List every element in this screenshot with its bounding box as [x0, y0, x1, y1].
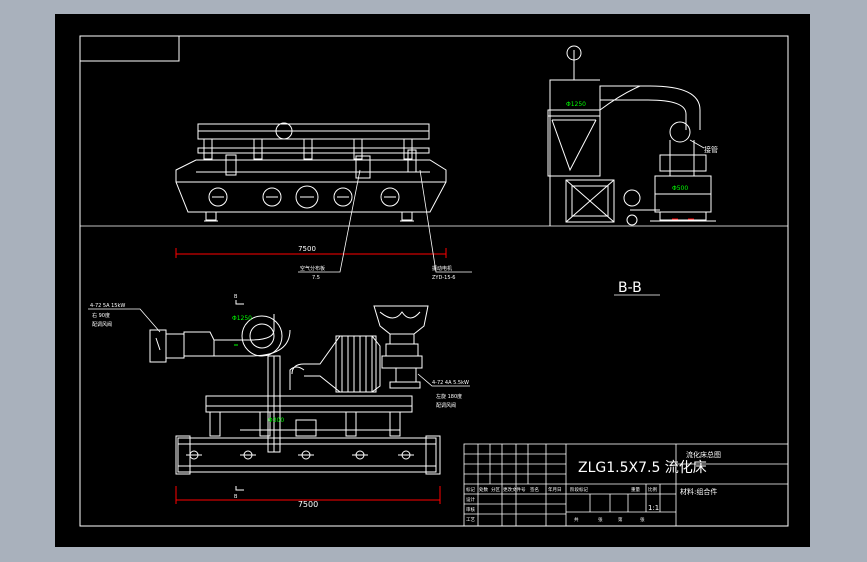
- cut-mark-top: B: [234, 294, 238, 300]
- col-label-1: 处数: [479, 486, 488, 493]
- drawing-code-box: [79, 35, 180, 62]
- fan-right-2: 左旋 180度: [436, 393, 462, 400]
- drawing-paper: [55, 14, 810, 547]
- col-label-5: 年月日: [548, 486, 562, 493]
- sheet-label-2: 张: [598, 516, 603, 523]
- bottom-dimension: 7500: [175, 486, 441, 509]
- fan-left-1: 4-72 5A 15kW: [90, 303, 125, 309]
- fan-callout-lines: [88, 308, 470, 387]
- dia-bottom-left: Φ1250: [232, 315, 252, 322]
- side-elevation-view: [175, 122, 447, 222]
- scale-label: 比例: [648, 486, 657, 493]
- callout-right-top: 接管: [704, 145, 718, 154]
- callout-vib-motor-2: ZYD-15-6: [432, 275, 455, 281]
- plan-view: [149, 305, 441, 475]
- fan-left-2: 右 90度: [92, 312, 110, 319]
- top-dim-text: 7500: [298, 245, 316, 253]
- scale-text: 1:1: [648, 504, 659, 512]
- col-label-2: 分区: [491, 486, 500, 493]
- section-view-bb: [547, 45, 716, 226]
- dia-right-bottom: Φ500: [672, 185, 688, 192]
- row-label-1: 标记: [466, 486, 475, 493]
- fan-right-1: 4-72 4A 5.5kW: [432, 380, 469, 386]
- cut-markers: [235, 300, 244, 491]
- row-label-2: 设计: [466, 496, 475, 503]
- cut-mark-bottom: B: [234, 494, 238, 500]
- subtitle-text: 流化床总图: [686, 450, 721, 459]
- callout-vib-motor: 振动电机: [432, 265, 452, 272]
- top-dimension: 7500: [175, 245, 447, 258]
- sheet-label-1: 共: [574, 516, 579, 523]
- bottom-dim-text: 7500: [298, 500, 318, 509]
- title-block: [463, 443, 789, 527]
- row-label-3: 审核: [466, 506, 475, 513]
- dia-bottom-mid: Φ300: [268, 417, 284, 424]
- sheet-label-4: 张: [640, 516, 645, 523]
- weight-label: 重量: [631, 486, 640, 493]
- material-text: 材料:组合件: [680, 487, 717, 496]
- fan-right-3: 配调风阀: [436, 402, 456, 409]
- col-label-3: 更改文件号: [503, 486, 526, 493]
- stage-label: 阶段标记: [570, 486, 588, 493]
- col-label-4: 签名: [530, 486, 539, 493]
- dia-left: Φ1250: [566, 101, 586, 108]
- top-callouts: [298, 169, 472, 273]
- fan-left-3: 配调风阀: [92, 321, 112, 328]
- callout-air-dist-2: 7.5: [312, 275, 320, 281]
- title-text: ZLG1.5X7.5 流化床: [578, 460, 707, 476]
- callout-air-dist: 空气分布板: [300, 265, 325, 272]
- section-label: B-B: [618, 280, 642, 296]
- row-label-4: 工艺: [466, 517, 475, 523]
- sheet-label-3: 第: [618, 516, 623, 523]
- drawing-border: [79, 35, 789, 527]
